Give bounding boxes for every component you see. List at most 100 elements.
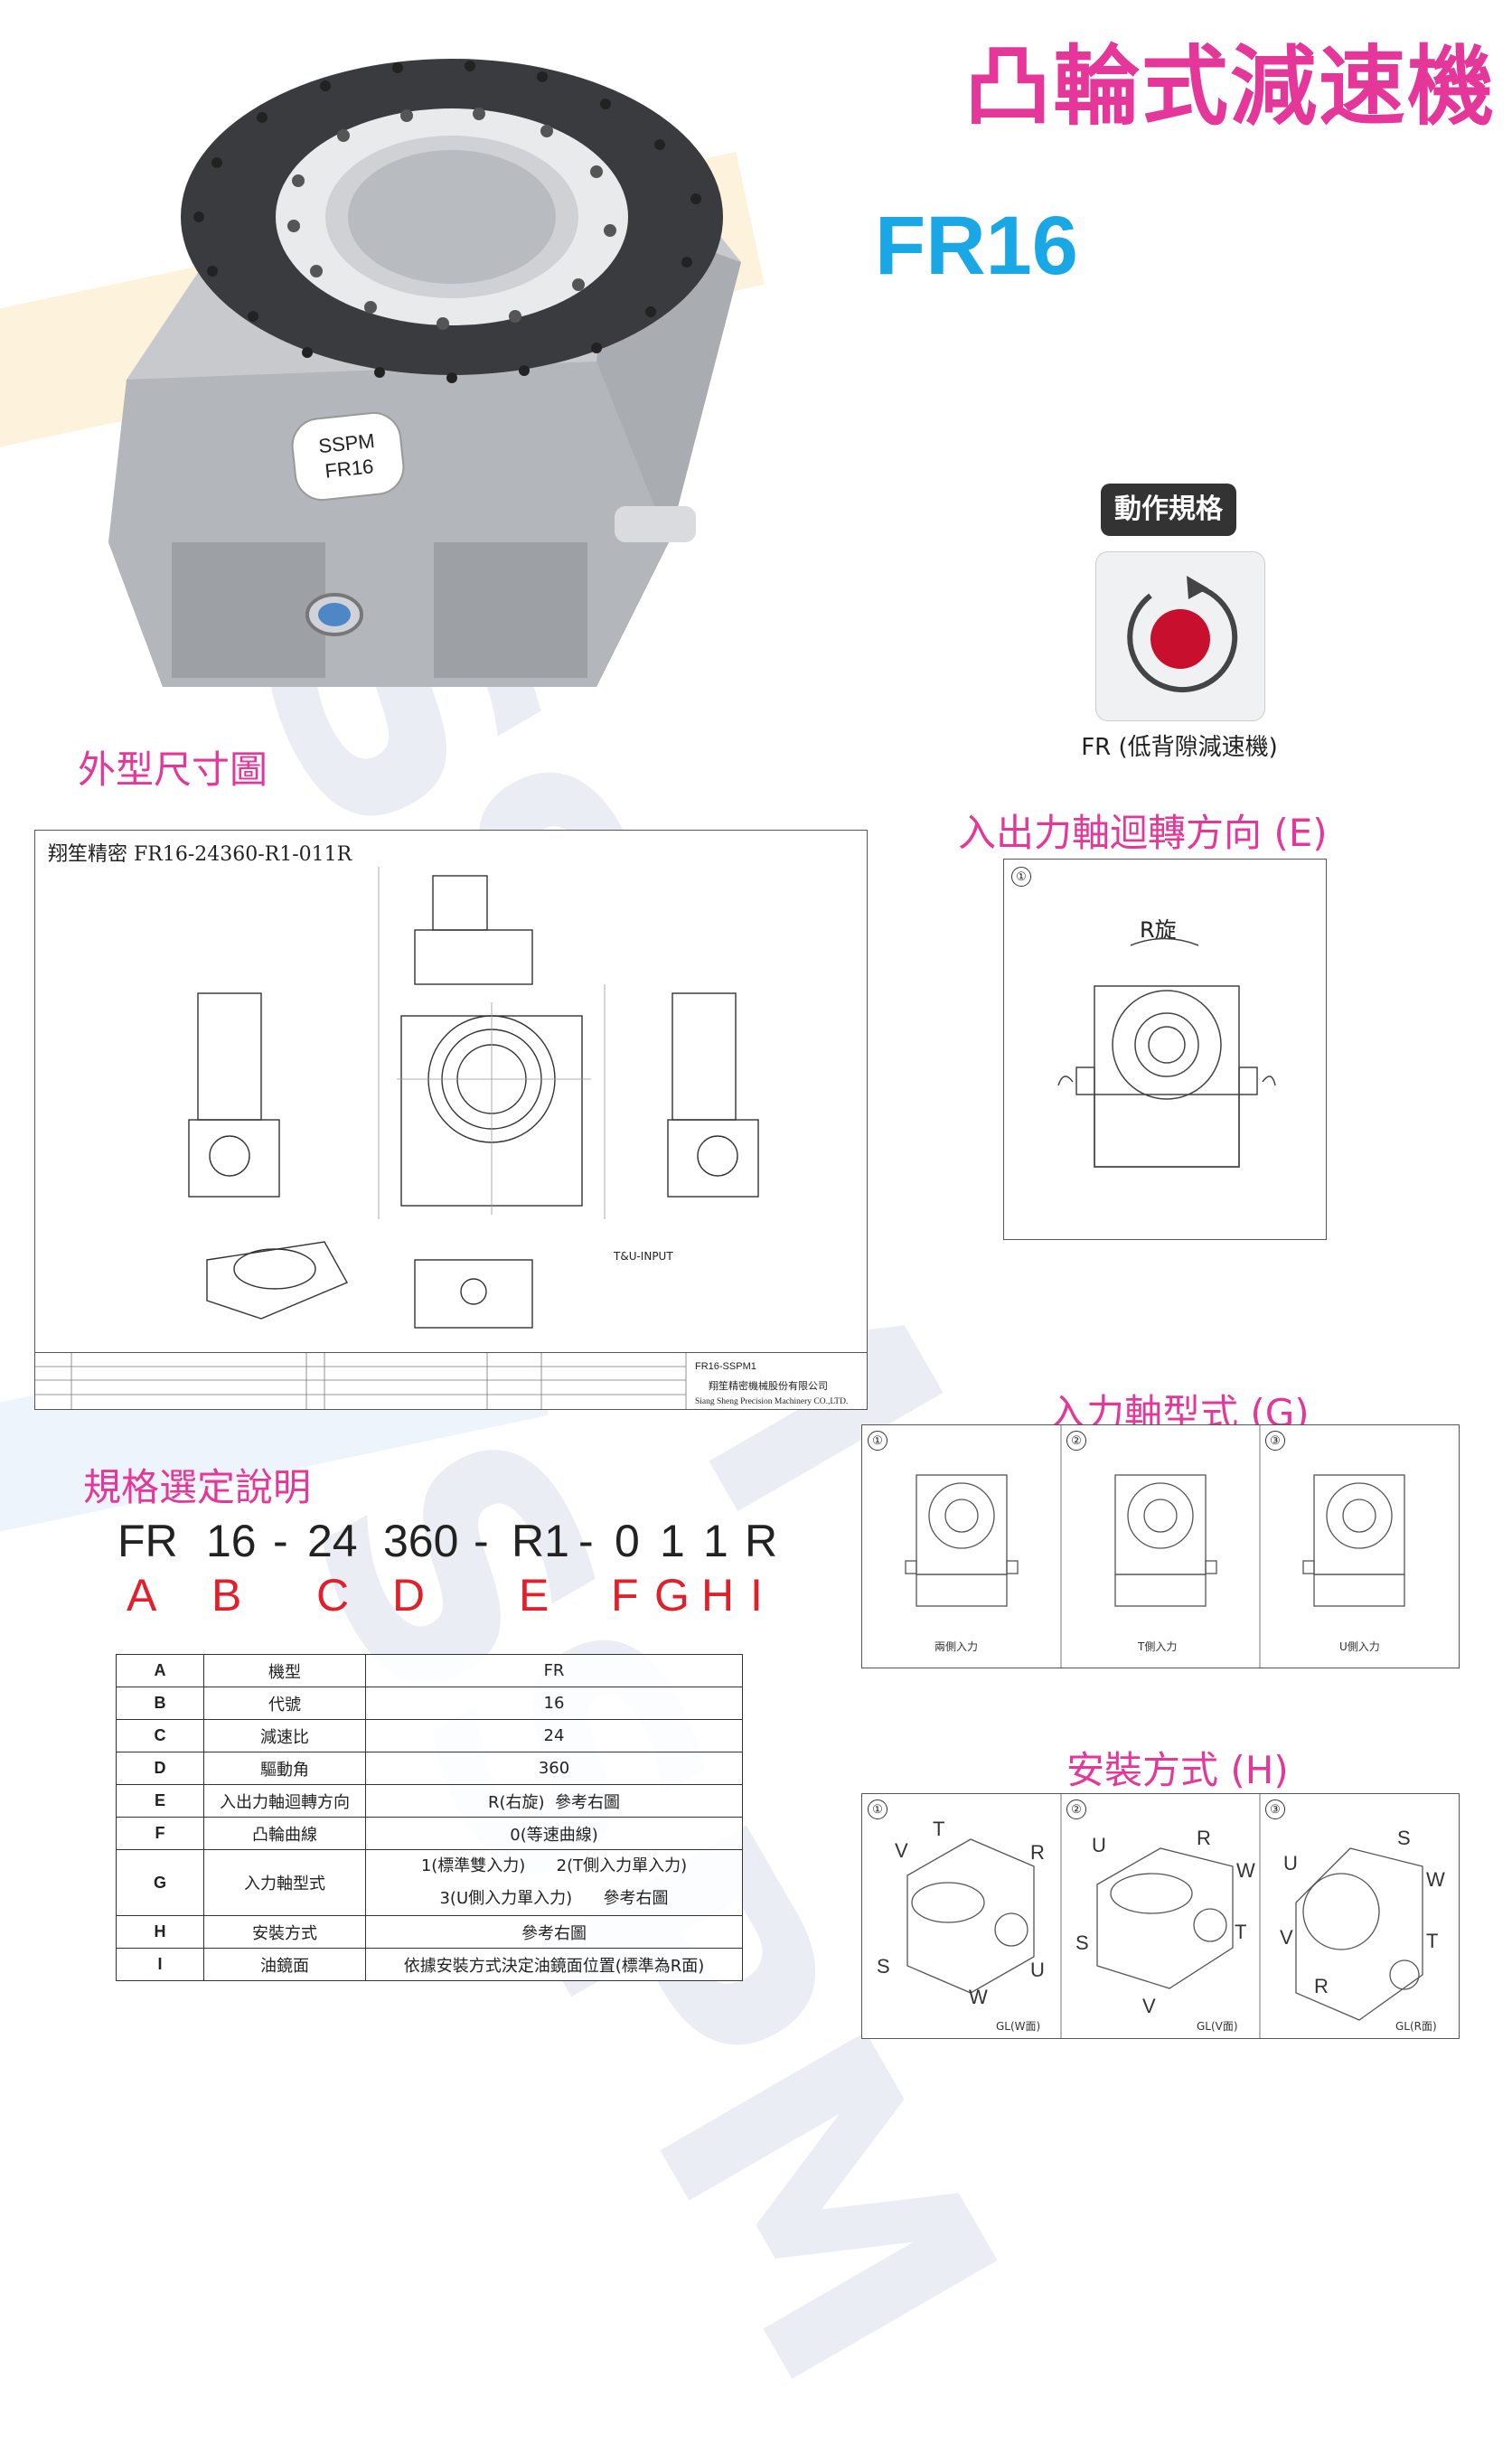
spec-value: 16 <box>365 1687 743 1720</box>
mount-panel-caption: GL(W面) <box>996 2020 1041 2033</box>
table-row: F 凸輪曲線 0(等速曲線) <box>116 1817 743 1850</box>
spec-name: 入出力軸迴轉方向 <box>203 1784 366 1818</box>
spec-key: I <box>116 1948 204 1981</box>
mount-face-label: V <box>895 1839 908 1862</box>
spec-name: 安裝方式 <box>203 1915 366 1949</box>
drawing-title-block: FR16-SSPM1 翔笙精密機械股份有限公司 Siang Sheng Prec… <box>35 1352 867 1409</box>
table-row: C 減速比 24 <box>116 1719 743 1752</box>
spec-value: 3(U側入力單入力) 參考右圖 <box>439 1889 669 1908</box>
mount-face-label: S <box>1075 1931 1089 1954</box>
spec-value: 360 <box>365 1752 743 1785</box>
rotation-indicator-icon <box>1127 576 1238 693</box>
table-row: G 入力軸型式 1(標準雙入力) 2(T側入力單入力) 3(U側入力單入力) 參… <box>116 1849 743 1916</box>
drawing-input-label: T&U-INPUT <box>613 1250 673 1263</box>
input-panel-num: ③ <box>1265 1431 1285 1451</box>
mount-face-label: U <box>1030 1959 1045 1981</box>
spec-code-part: - <box>578 1516 594 1566</box>
product-label-line2: FR16 <box>324 455 374 482</box>
input-panel-caption: T側入力 <box>1138 1640 1178 1653</box>
spec-name: 機型 <box>203 1654 366 1687</box>
mount-face-label: S <box>1397 1827 1411 1849</box>
input-panel-caption: 兩側入力 <box>934 1640 979 1653</box>
mount-face-label: T <box>933 1818 945 1840</box>
spec-key: H <box>116 1915 204 1949</box>
spec-value: 1(標準雙入力) 2(T側入力單入力) <box>420 1856 688 1875</box>
spec-key: C <box>116 1719 204 1752</box>
spec-code-part: 1 <box>660 1516 685 1566</box>
spec-letter: C <box>316 1570 350 1621</box>
rotation-heading: 入出力軸迴轉方向 (E) <box>958 811 1328 855</box>
spec-name: 代號 <box>203 1687 366 1720</box>
technical-drawing: 翔笙精密 FR16-24360-R1-011R T&U-INPUT <box>34 830 868 1410</box>
motion-spec-badge: 動作規格 <box>1101 484 1236 536</box>
spec-letter: F <box>611 1570 639 1621</box>
spec-select-heading: 規格選定說明 <box>83 1465 312 1509</box>
input-panel-num: ① <box>868 1431 887 1451</box>
spec-letter: H <box>701 1570 735 1621</box>
mount-face-label: T <box>1235 1921 1247 1943</box>
drawing-company-cn: 翔笙精密機械股份有限公司 <box>709 1379 828 1392</box>
mount-face-label: V <box>1280 1926 1293 1949</box>
spec-key: F <box>116 1817 204 1850</box>
mount-face-label: W <box>1426 1868 1445 1891</box>
spec-value: R(右旋) 參考右圖 <box>365 1784 743 1818</box>
drawing-part-no: FR16-SSPM1 <box>695 1361 756 1372</box>
drawing-company-en: Siang Sheng Precision Machinery CO.,LTD. <box>695 1397 848 1406</box>
mount-panel-num: ② <box>1066 1799 1086 1819</box>
page-title: 凸輪式減速機 <box>964 36 1496 137</box>
spec-value: FR <box>365 1654 743 1687</box>
mount-face-label: S <box>877 1955 890 1978</box>
input-panel-caption: U側入力 <box>1339 1640 1380 1653</box>
mount-face-label: W <box>969 1986 988 2008</box>
table-row: E 入出力軸迴轉方向 R(右旋) 參考右圖 <box>116 1784 743 1818</box>
mount-face-label: V <box>1142 1995 1156 2017</box>
mount-panel-caption: GL(V面) <box>1197 2020 1238 2033</box>
spec-key: A <box>116 1654 204 1687</box>
mounting-panels: ① ② ③ T V R S U W U R W S T V S U W V T … <box>861 1793 1460 2039</box>
spec-code-part: FR <box>117 1516 178 1566</box>
spec-key: G <box>116 1849 204 1916</box>
spec-name: 減速比 <box>203 1719 366 1752</box>
spec-key: D <box>116 1752 204 1785</box>
mount-panel-caption: GL(R面) <box>1395 2020 1437 2033</box>
mount-face-label: T <box>1426 1930 1439 1952</box>
mount-face-label: W <box>1236 1859 1255 1882</box>
spec-code-part: 1 <box>703 1516 728 1566</box>
spec-code-part: 0 <box>615 1516 640 1566</box>
rotation-panel: ① R旋 <box>1003 859 1327 1240</box>
mount-face-label: R <box>1030 1841 1045 1864</box>
spec-code-part: 360 <box>383 1516 459 1566</box>
table-row: D 驅動角 360 <box>116 1752 743 1785</box>
spec-value: 依據安裝方式決定油鏡面位置(標準為R面) <box>365 1948 743 1981</box>
spec-name: 油鏡面 <box>203 1948 366 1981</box>
spec-value-multiline: 1(標準雙入力) 2(T側入力單入力) 3(U側入力單入力) 參考右圖 <box>365 1849 743 1916</box>
mounting-heading: 安裝方式 (H) <box>1066 1748 1289 1792</box>
spec-name: 凸輪曲線 <box>203 1817 366 1850</box>
rotation-view <box>1057 937 1276 1168</box>
input-type-panels: ① ② ③ 兩側入力 T側入力 U側入力 <box>861 1424 1460 1668</box>
motion-spec-panel <box>1095 551 1265 721</box>
spec-code-part: R1 <box>512 1516 569 1566</box>
spec-value: 24 <box>365 1719 743 1752</box>
rotation-panel-num: ① <box>1011 867 1031 887</box>
spec-code-part: 16 <box>206 1516 257 1566</box>
mount-panel-num: ① <box>868 1799 887 1819</box>
spec-letter: I <box>750 1570 763 1621</box>
spec-key: B <box>116 1687 204 1720</box>
spec-letter: D <box>392 1570 426 1621</box>
drawing-title: 翔笙精密 FR16-24360-R1-011R <box>48 843 352 866</box>
mount-face-label: R <box>1197 1827 1211 1849</box>
motion-spec-caption: FR (低背隙減速機) <box>1081 734 1278 761</box>
mount-face-label: U <box>1283 1852 1298 1875</box>
outline-heading: 外型尺寸圖 <box>78 747 268 792</box>
spec-letter: B <box>211 1570 242 1621</box>
spec-letter: G <box>654 1570 690 1621</box>
spec-name: 驅動角 <box>203 1752 366 1785</box>
input-panel-num: ② <box>1066 1431 1086 1451</box>
spec-code-part: - <box>273 1516 288 1566</box>
table-row: B 代號 16 <box>116 1687 743 1720</box>
drawing-views: T&U-INPUT <box>188 867 759 1329</box>
spec-code-part: 24 <box>307 1516 358 1566</box>
table-row: I 油鏡面 依據安裝方式決定油鏡面位置(標準為R面) <box>116 1948 743 1981</box>
product-image: SSPM FR16 <box>108 59 741 687</box>
